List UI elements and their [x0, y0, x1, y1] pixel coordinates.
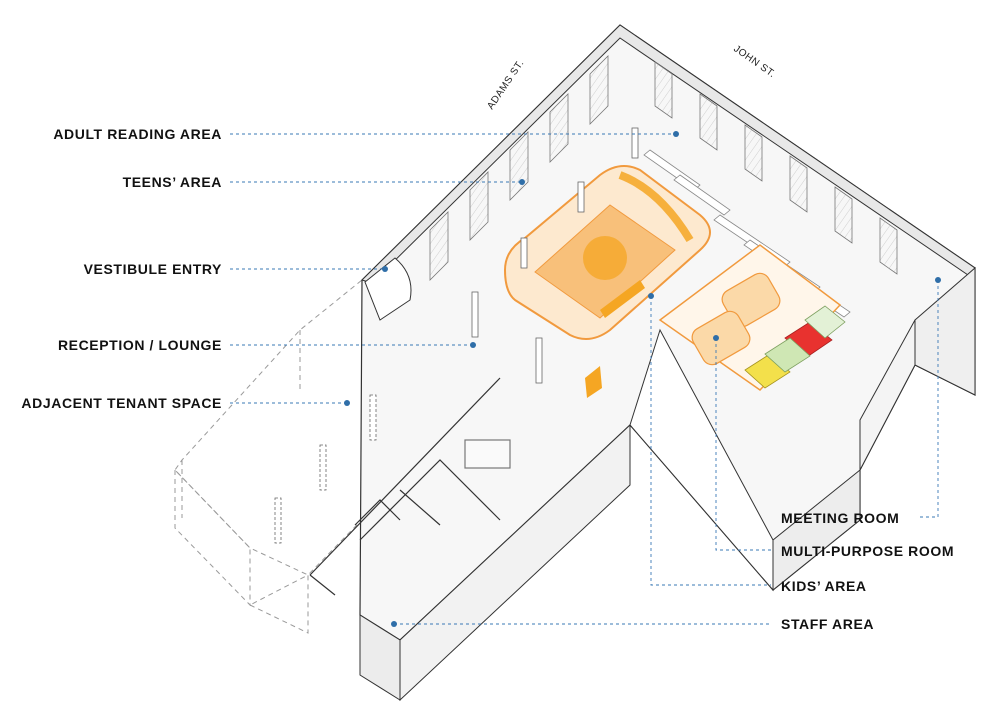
label-reception-lounge: RECEPTION / LOUNGE [57, 337, 222, 353]
columns [274, 127, 639, 544]
adams-street-label: ADAMS ST. [485, 58, 526, 112]
label-teens-area: TEENS’ AREA [122, 174, 222, 190]
teens-marker [519, 179, 525, 185]
label-kids-area: KIDS’ AREA [781, 578, 867, 594]
central-pod [503, 165, 711, 398]
vestibule-marker [382, 266, 388, 272]
adult-reading-marker [673, 131, 679, 137]
adams-facade-windows [429, 55, 609, 281]
john-street-label: JOHN ST. [731, 43, 777, 80]
leader-dots [344, 131, 941, 627]
leader-lines [230, 133, 939, 625]
label-meeting-room: MEETING ROOM [781, 510, 900, 526]
meeting-room-marker [935, 277, 941, 283]
staff-marker [391, 621, 397, 627]
kids-marker [648, 293, 654, 299]
vestibule [364, 257, 412, 321]
multi-purpose-marker [713, 335, 719, 341]
reception-marker [470, 342, 476, 348]
john-facade-windows [654, 61, 898, 275]
label-staff-area: STAFF AREA [781, 616, 875, 632]
label-adult-reading-area: ADULT READING AREA [53, 126, 222, 142]
label-adjacent-tenant-space: ADJACENT TENANT SPACE [21, 395, 222, 411]
kids-zone [658, 244, 846, 391]
adjacent-tenant-marker [344, 400, 350, 406]
staff-area-partitions [309, 377, 511, 596]
building-floor [359, 24, 976, 702]
label-vestibule-entry: VESTIBULE ENTRY [83, 261, 222, 277]
label-multi-purpose-room: MULTI-PURPOSE ROOM [781, 543, 955, 559]
